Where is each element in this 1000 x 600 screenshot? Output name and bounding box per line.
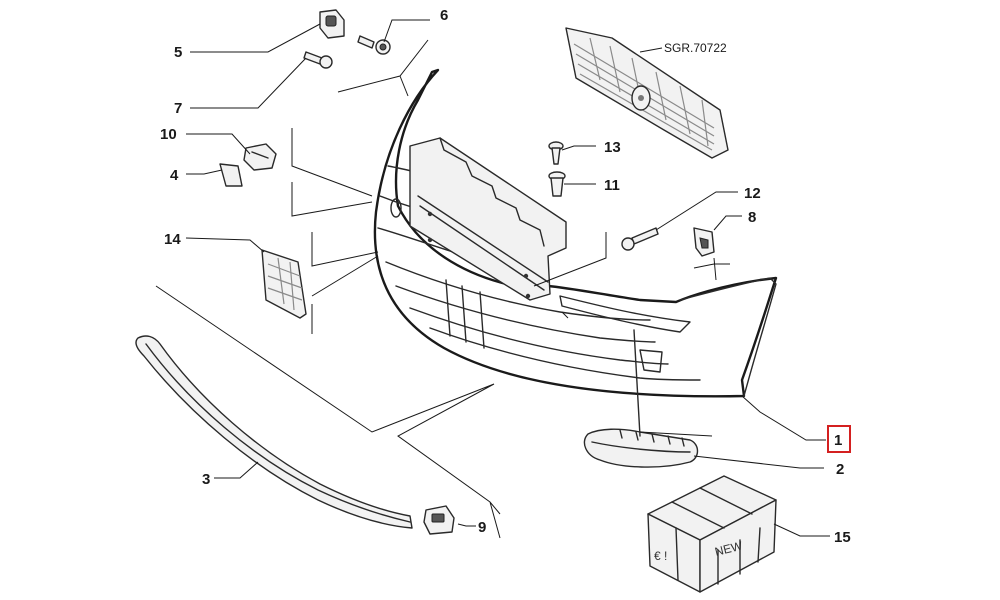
callout-8: 8 bbox=[748, 209, 756, 226]
plug-cap-part-4 bbox=[219, 163, 243, 187]
leader-lines bbox=[155, 19, 830, 539]
screw-part-12 bbox=[621, 227, 659, 251]
grille-reference-label: SGR.70722 bbox=[664, 41, 727, 55]
callout-4: 4 bbox=[170, 167, 179, 184]
lower-grille-insert bbox=[583, 329, 699, 468]
bolt-part-6 bbox=[357, 35, 391, 55]
callout-12: 12 bbox=[744, 185, 761, 202]
screw-part-13 bbox=[548, 141, 564, 165]
callout-1: 1 bbox=[834, 432, 842, 449]
retaining-clip-part-9 bbox=[423, 505, 455, 535]
packaging-crate: € ! NEW bbox=[647, 475, 777, 593]
callout-14: 14 bbox=[164, 231, 181, 248]
plate-reinforcement bbox=[409, 137, 567, 301]
screw-part-7 bbox=[303, 51, 333, 69]
fog-lamp-grille bbox=[261, 249, 307, 319]
callout-5: 5 bbox=[174, 44, 182, 61]
upper-grille bbox=[565, 27, 729, 159]
clip-nut-part-5 bbox=[319, 9, 345, 39]
callout-11: 11 bbox=[604, 177, 620, 194]
callout-labels: 5 6 7 10 4 13 11 12 8 14 3 9 2 15 1 bbox=[160, 7, 851, 546]
crate-new-label: NEW bbox=[713, 538, 744, 559]
callout-13: 13 bbox=[604, 139, 621, 156]
rivet-part-11 bbox=[548, 171, 566, 197]
crate-currency-mark: € ! bbox=[654, 549, 667, 563]
callout-6: 6 bbox=[440, 7, 448, 24]
callout-2: 2 bbox=[836, 461, 844, 478]
callout-10: 10 bbox=[160, 126, 177, 143]
callout-9: 9 bbox=[478, 519, 486, 536]
lower-spoiler-strip bbox=[135, 335, 413, 529]
highlighted-callout-box bbox=[827, 425, 851, 453]
callout-7: 7 bbox=[174, 100, 182, 117]
callout-15: 15 bbox=[834, 529, 851, 546]
spring-clip-part-8 bbox=[693, 227, 715, 257]
bracket-clip-part-10 bbox=[243, 143, 277, 171]
callout-3: 3 bbox=[202, 471, 210, 488]
